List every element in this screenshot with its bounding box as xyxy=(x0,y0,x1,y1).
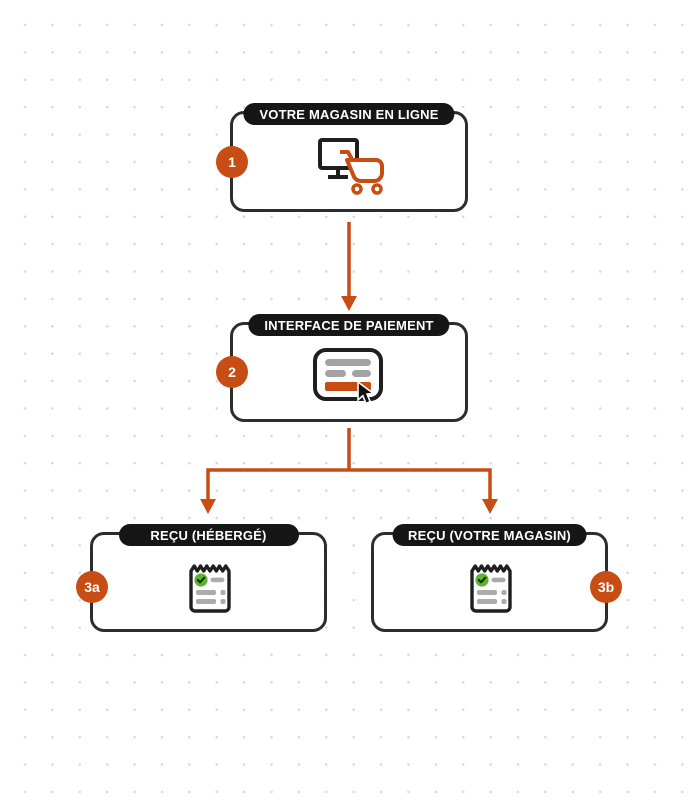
step-badge-3b: 3b xyxy=(590,571,622,603)
arrowhead-to-payment xyxy=(341,296,357,311)
node-online-store-label: VOTRE MAGASIN EN LIGNE xyxy=(243,103,455,125)
monitor-cart-icon xyxy=(318,137,384,195)
node-payment-interface-label: INTERFACE DE PAIEMENT xyxy=(248,314,450,336)
node-payment-interface: INTERFACE DE PAIEMENT 2 xyxy=(216,314,468,422)
node-receipt-hosted: REÇU (HÉBERGÉ) 3a xyxy=(76,524,327,632)
step-badge-1: 1 xyxy=(216,145,248,178)
branch-payment-to-receipts xyxy=(206,428,492,500)
step-badge-3a: 3a xyxy=(76,571,108,603)
arrowhead-to-receipt-store xyxy=(482,499,498,514)
arrowhead-to-receipt-hosted xyxy=(200,499,216,514)
node-receipt-hosted-label: REÇU (HÉBERGÉ) xyxy=(118,524,299,546)
node-receipt-store: REÇU (VOTRE MAGASIN) 3b xyxy=(371,524,622,632)
node-receipt-store-label: REÇU (VOTRE MAGASIN) xyxy=(392,524,587,546)
receipt-check-icon xyxy=(469,564,512,613)
step-badge-2: 2 xyxy=(216,356,248,388)
payment-form-cursor-icon xyxy=(313,348,383,405)
receipt-check-icon xyxy=(188,564,231,613)
node-online-store: VOTRE MAGASIN EN LIGNE 1 xyxy=(216,103,468,212)
